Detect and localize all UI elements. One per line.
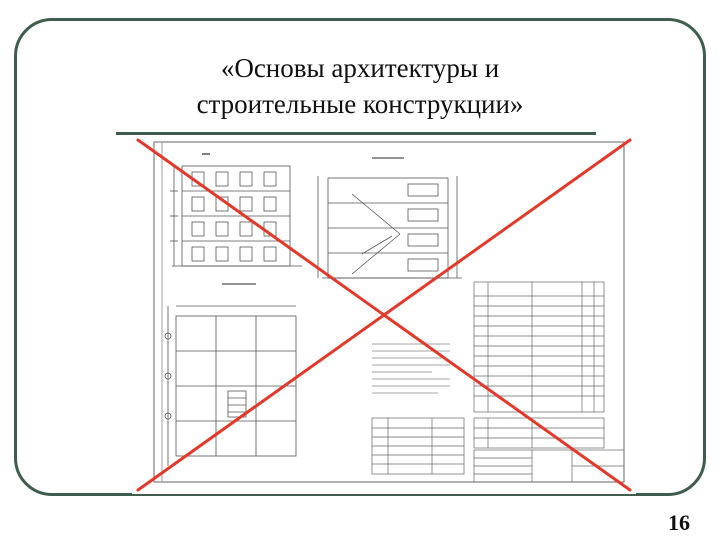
building-section	[317, 157, 462, 279]
title-divider	[116, 132, 596, 135]
title-block	[473, 417, 625, 483]
red-cross-mark	[136, 138, 632, 492]
slide-frame	[14, 18, 706, 496]
slide-title: «Основы архитектуры и строительные конст…	[0, 50, 720, 122]
notes-text-block	[372, 343, 450, 394]
page-number: 16	[668, 510, 690, 535]
drawing-sheet-icon	[136, 138, 632, 492]
slide-title-line-1: «Основы архитектуры и	[220, 53, 500, 83]
window-schedule-table	[371, 417, 465, 475]
specification-table	[473, 281, 605, 413]
architectural-drawing	[132, 136, 636, 494]
slide-title-line-2: строительные конструкции»	[196, 89, 524, 119]
floor-plan	[164, 283, 297, 466]
